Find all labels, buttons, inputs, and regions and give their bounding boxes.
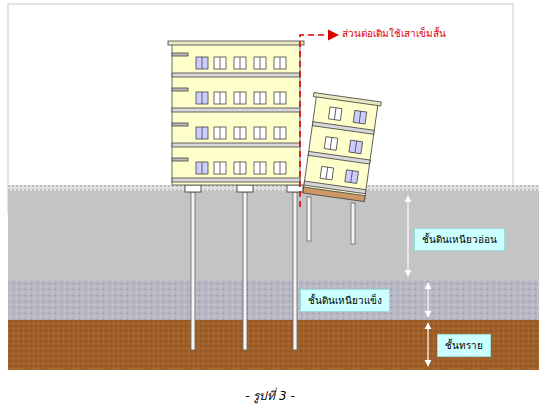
window [254, 127, 266, 139]
soft-clay-label-box: ชั้นดินเหนียวอ่อน [414, 228, 505, 251]
window-mullion [280, 92, 281, 104]
window-mullion [260, 92, 261, 104]
window-mullion [202, 162, 203, 174]
window-mullion [326, 167, 328, 179]
window [274, 162, 286, 174]
window [196, 92, 208, 104]
window [254, 162, 266, 174]
window-mullion [280, 127, 281, 139]
main-building [168, 41, 304, 185]
window-mullion [280, 162, 281, 174]
layer-name: ชั้นดินเหนียวอ่อน [422, 232, 497, 247]
floor-band [172, 108, 300, 112]
window [214, 162, 226, 174]
extension-building [300, 93, 381, 202]
balcony [172, 88, 188, 91]
window [214, 57, 226, 69]
sand-layer [8, 320, 539, 370]
window [324, 137, 338, 151]
balcony [172, 123, 188, 126]
soft-clay-layer [8, 190, 539, 280]
window-mullion [359, 111, 361, 123]
window [234, 127, 246, 139]
pile-caps [185, 185, 303, 192]
layer-dimensions [408, 196, 428, 366]
floor-band [172, 73, 300, 77]
window [353, 110, 367, 124]
window [349, 140, 363, 154]
window [274, 127, 286, 139]
window-mullion [220, 92, 221, 104]
figure-caption: - รูปที่ 3 - [245, 386, 295, 405]
window [320, 166, 334, 180]
window-mullion [240, 162, 241, 174]
window [214, 127, 226, 139]
floor-band [172, 178, 300, 182]
window-mullion [202, 92, 203, 104]
window [196, 57, 208, 69]
short-piles [307, 197, 355, 244]
window [234, 162, 246, 174]
window [196, 162, 208, 174]
long-piles [191, 192, 297, 350]
extension-note: ส่วนต่อเติมใช้เสาเข็มสั้น [342, 26, 446, 41]
window-mullion [202, 57, 203, 69]
window-mullion [260, 57, 261, 69]
window-mullion [260, 127, 261, 139]
extension-boundary [300, 35, 338, 207]
window-mullion [351, 171, 353, 183]
layer-name: ชั้นทราย [445, 338, 483, 353]
window-mullion [280, 57, 281, 69]
window [345, 170, 359, 184]
window [328, 107, 342, 121]
stiff-clay-layer [8, 280, 539, 320]
window [254, 92, 266, 104]
stiff-clay-label-box: ชั้นดินเหนียวแข็ง [300, 289, 390, 312]
window [254, 57, 266, 69]
window-mullion [220, 57, 221, 69]
window [234, 92, 246, 104]
ground-surface [8, 185, 539, 191]
window-mullion [220, 127, 221, 139]
window [214, 92, 226, 104]
window [274, 57, 286, 69]
window-mullion [202, 127, 203, 139]
window-mullion [240, 57, 241, 69]
window-mullion [260, 162, 261, 174]
window-mullion [220, 162, 221, 174]
balcony [172, 158, 188, 161]
window [196, 127, 208, 139]
window [234, 57, 246, 69]
floor-band [172, 143, 300, 147]
window-mullion [330, 137, 332, 149]
window-mullion [240, 127, 241, 139]
window-mullion [355, 141, 357, 153]
frame [8, 4, 513, 214]
window-mullion [334, 108, 336, 120]
layer-name: ชั้นดินเหนียวแข็ง [308, 293, 382, 308]
window-mullion [240, 92, 241, 104]
sand-label-box: ชั้นทราย [437, 334, 491, 357]
balcony [172, 53, 188, 56]
window [274, 92, 286, 104]
